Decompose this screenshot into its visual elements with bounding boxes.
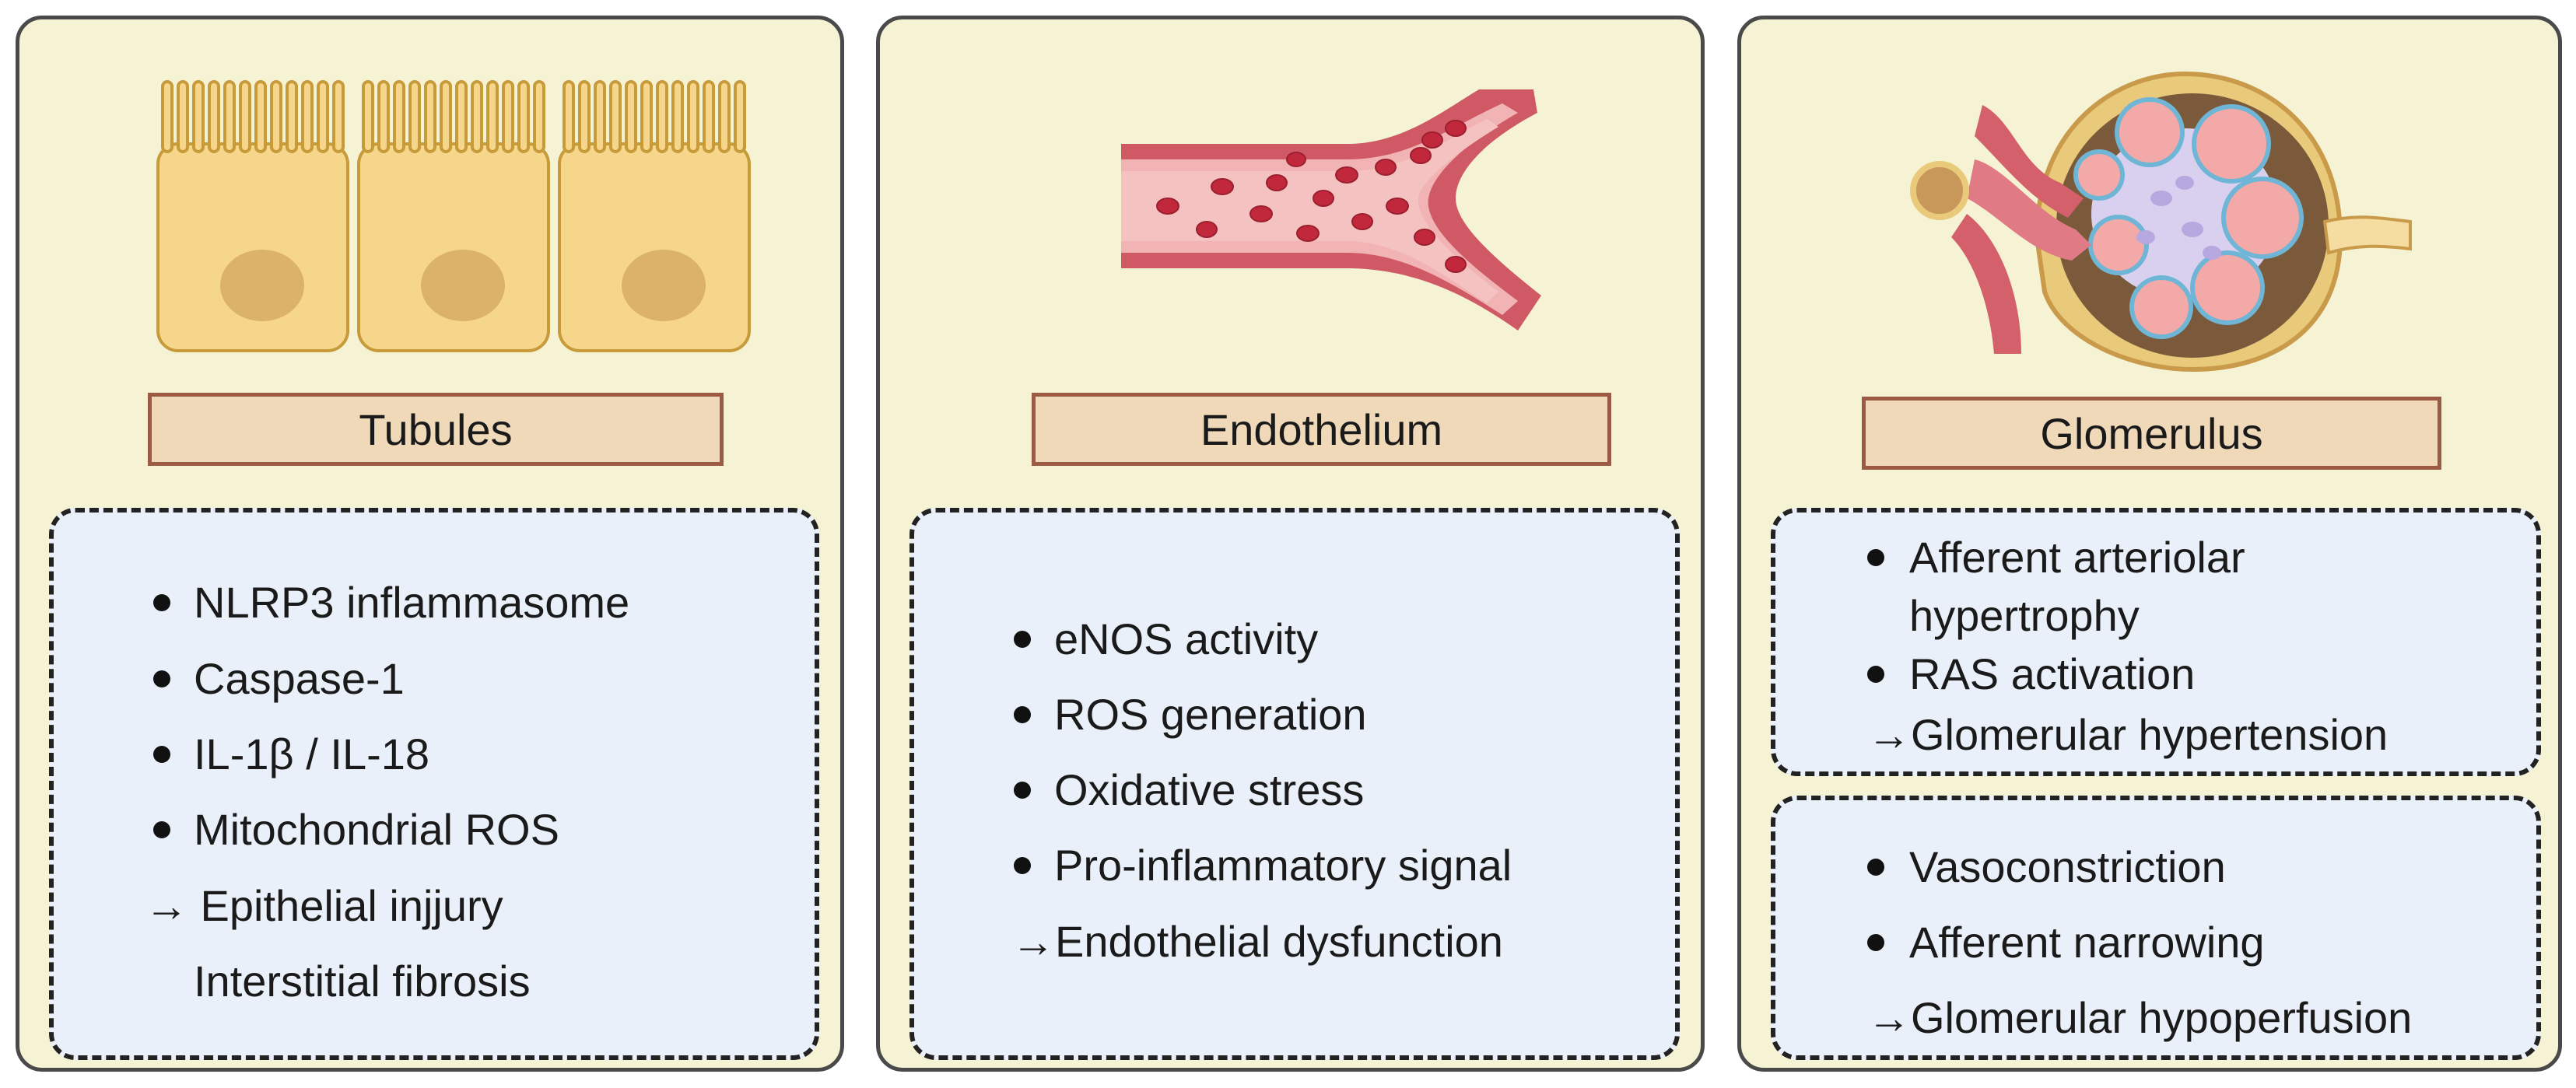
info-box-tubules: NLRP3 inflammasome Caspase-1 IL-1β / IL-…: [49, 508, 819, 1060]
microvillus: [671, 80, 684, 153]
bullet-dot: [1867, 666, 1884, 683]
bullet-text: Caspase-1: [194, 654, 405, 703]
blood-vessel-icon: [1121, 89, 1541, 331]
bullet-text: Oxidative stress: [1054, 765, 1365, 814]
bullet-dot: [153, 746, 170, 763]
microvillus: [362, 80, 374, 153]
panel-title-glomerulus: Glomerulus: [1862, 397, 2441, 470]
microvillus: [440, 80, 452, 153]
bullet-text: Vasoconstriction: [1909, 842, 2226, 891]
microvillus: [177, 80, 189, 153]
bullet-text: IL-1β / IL-18: [194, 729, 430, 778]
panel-tubules: Tubules NLRP3 inflammasome Caspase-1 IL-…: [16, 16, 844, 1072]
bullet-text: hypertrophy: [1909, 591, 2140, 640]
bullet-text: Afferent narrowing: [1909, 918, 2265, 967]
microvillus: [455, 80, 468, 153]
microvillus: [317, 80, 329, 153]
panel-glomerulus: Glomerulus Afferent arteriolar hypertrop…: [1737, 16, 2562, 1072]
bullet-text: Mitochondrial ROS: [194, 805, 559, 854]
panel-title-endothelium: Endothelium: [1032, 393, 1611, 466]
glomerulus-icon: [1910, 71, 2412, 373]
microvillus: [301, 80, 314, 153]
microvillus: [471, 80, 483, 153]
microvillus: [377, 80, 390, 153]
microvillus: [223, 80, 236, 153]
microvillus: [424, 80, 436, 153]
tubule-cells-icon: [156, 80, 751, 352]
microvillus: [270, 80, 282, 153]
microvillus: [640, 80, 653, 153]
bullet-text: eNOS activity: [1054, 614, 1319, 663]
bullet-text: RAS activation: [1909, 649, 2196, 698]
bullet-dot: [1867, 859, 1884, 876]
result-text: Interstitial fibrosis: [194, 957, 531, 1006]
microvillus: [594, 80, 606, 153]
microvillus: [486, 80, 499, 153]
bullet-dot: [1867, 549, 1884, 566]
bullet-dot: [1014, 857, 1031, 874]
microvillus: [734, 80, 746, 153]
microvillus: [703, 80, 715, 153]
bullet-dot: [1014, 782, 1031, 799]
microvillus: [332, 80, 345, 153]
microvillus: [254, 80, 267, 153]
microvillus: [687, 80, 699, 153]
microvillus: [609, 80, 622, 153]
info-box-glomerulus-bottom: Vasoconstriction Afferent narrowing →Glo…: [1771, 796, 2541, 1060]
panel-endothelium: Endothelium eNOS activity ROS generation…: [876, 16, 1705, 1072]
microvillus: [625, 80, 637, 153]
microvillus: [192, 80, 205, 153]
result-text: →Glomerular hypertension: [1867, 710, 2388, 759]
bullet-text: NLRP3 inflammasome: [194, 578, 630, 627]
microvillus: [656, 80, 668, 153]
bullet-dot: [1014, 631, 1031, 648]
info-box-glomerulus-top: Afferent arteriolar hypertrophy RAS acti…: [1771, 508, 2541, 776]
bullet-dot: [1014, 706, 1031, 723]
bullet-text: Pro-inflammatory signal: [1054, 841, 1512, 890]
microvillus: [393, 80, 405, 153]
result-text: →Glomerular hypoperfusion: [1867, 993, 2413, 1042]
bullet-dot: [153, 670, 170, 687]
microvillus: [563, 80, 575, 153]
microvillus: [161, 80, 173, 153]
bullet-dot: [1867, 934, 1884, 951]
microvillus: [208, 80, 220, 153]
microvillus: [578, 80, 591, 153]
microvillus: [502, 80, 514, 153]
microvillus: [239, 80, 251, 153]
bullet-dot: [153, 594, 170, 611]
result-text: → Epithelial injjury: [145, 881, 503, 930]
panel-title-tubules: Tubules: [148, 393, 724, 466]
microvillus: [718, 80, 731, 153]
microvillus: [533, 80, 545, 153]
microvillus: [408, 80, 421, 153]
result-text: →Endothelial dysfunction: [1011, 917, 1503, 966]
bullet-dot: [153, 821, 170, 838]
bullet-text: ROS generation: [1054, 690, 1367, 739]
bullet-text: Afferent arteriolar: [1909, 533, 2245, 582]
microvillus: [517, 80, 530, 153]
microvillus: [286, 80, 298, 153]
info-box-endothelium: eNOS activity ROS generation Oxidative s…: [909, 508, 1680, 1060]
